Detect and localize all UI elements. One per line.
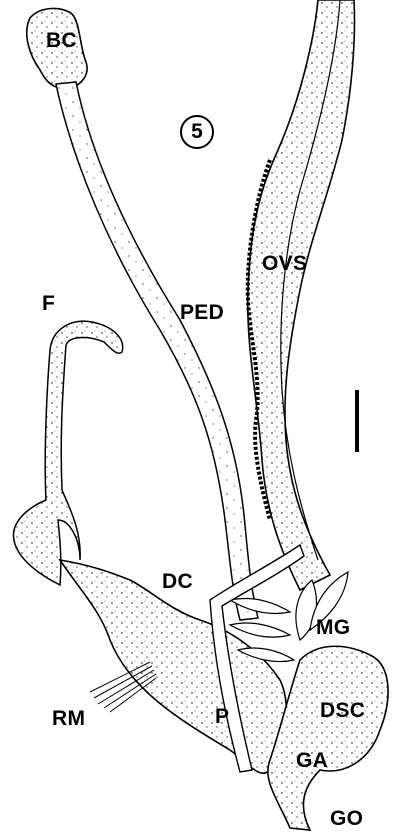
label-ped: PED (180, 302, 224, 323)
label-bc: BC (46, 30, 77, 51)
label-mg: MG (316, 617, 350, 638)
pedunculus-duct (56, 82, 258, 620)
label-go: GO (330, 808, 363, 829)
label-p: P (215, 706, 229, 727)
flagellum (13, 321, 122, 585)
label-dc: DC (162, 571, 193, 592)
label-ovs: OVS (262, 253, 307, 274)
dart-sac (268, 646, 388, 830)
label-rm: RM (52, 708, 85, 729)
label-f: F (42, 293, 55, 314)
figure-number: 5 (180, 115, 214, 149)
label-dsc: DSC (320, 700, 365, 721)
label-ga: GA (296, 750, 328, 771)
